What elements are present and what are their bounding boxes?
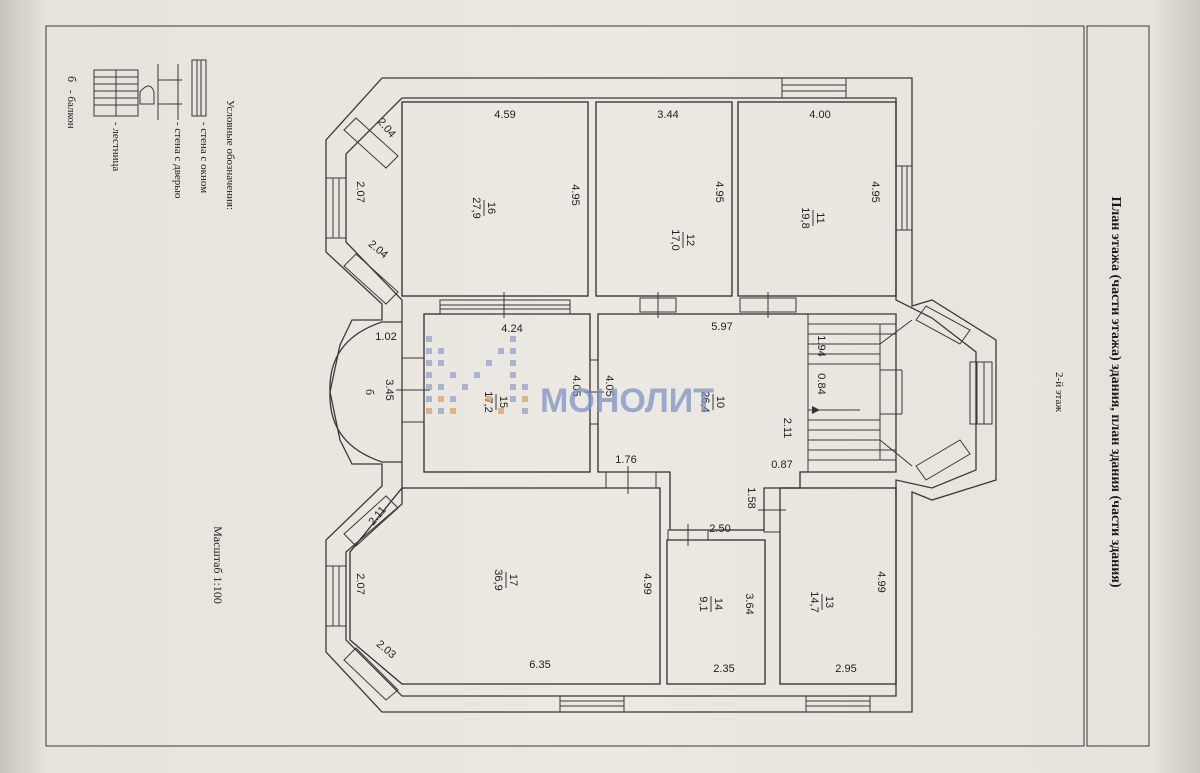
dim-10-stair-2: 0.84 <box>815 373 827 394</box>
dim-13-bottom: 2.95 <box>835 663 856 675</box>
room-12-area: 17,0 <box>669 229 681 250</box>
title-frame <box>1086 25 1150 747</box>
room-17 <box>349 487 661 685</box>
floor-label: 2-й этаж <box>1053 372 1065 412</box>
door-wall-icon <box>157 64 182 120</box>
dim-16-side: 4.95 <box>569 184 581 205</box>
dim-10-stair-3: 2.11 <box>781 418 793 439</box>
legend-window: - стена с окном <box>198 122 210 193</box>
doors <box>396 292 797 546</box>
dim-17-bottom: 6.35 <box>529 659 550 671</box>
dim-15-balcony-width: 1.02 <box>375 331 396 343</box>
dim-15-balcony-length: 3.45 <box>383 379 395 400</box>
balcony-symbol: б <box>363 389 377 395</box>
dim-14-top: 2.50 <box>709 523 730 535</box>
dim-16-corner-top: 2.04 <box>375 116 398 140</box>
room-11-number: 11 <box>814 212 826 223</box>
dim-13-side: 4.99 <box>875 571 887 592</box>
dim-14-side: 3.64 <box>743 593 755 614</box>
stair-icon <box>93 69 155 117</box>
dim-15-side: 4.05 <box>570 375 582 396</box>
dim-16-corner-bottom: 2.04 <box>366 238 390 261</box>
room-14-area: 9,1 <box>697 596 709 611</box>
balcony: б <box>329 321 402 463</box>
room-13 <box>779 487 897 685</box>
room-16 <box>401 101 589 297</box>
room-14 <box>666 539 766 685</box>
room-10-area: 26,4 <box>699 391 711 412</box>
legend-door: - стена с дверью <box>172 122 184 198</box>
window-wall-icon <box>191 59 207 117</box>
room-17-area: 36,9 <box>492 569 504 590</box>
dim-12-side: 4.95 <box>713 181 725 202</box>
legend-balcony-symbol: б <box>65 76 79 82</box>
legend-stair: - лестница <box>110 122 122 171</box>
room-11-area: 19,8 <box>799 207 811 228</box>
room-15-number: 15 <box>497 396 509 408</box>
outer-frame <box>45 25 1085 747</box>
room-10-number: 10 <box>714 396 726 408</box>
watermark-logo-accent-icon <box>426 396 528 414</box>
room-13-area: 14,7 <box>808 591 820 612</box>
room-16-number: 16 <box>485 202 497 214</box>
room-12 <box>595 101 733 297</box>
dim-10-side: 4.05 <box>603 375 615 396</box>
dim-17-side: 4.99 <box>641 573 653 594</box>
dim-11-top: 4.00 <box>809 109 830 121</box>
exterior-walls <box>325 77 997 713</box>
room-14-number: 14 <box>712 598 724 610</box>
dim-16-top: 4.59 <box>494 109 515 121</box>
dim-10-stair-4: 0.87 <box>771 459 792 471</box>
dim-17-corner-bottom: 2.03 <box>374 638 398 661</box>
legend-heading: Условные обозначения: <box>224 100 236 210</box>
legend-balcony: - балкон <box>65 90 77 129</box>
dim-11-side: 4.95 <box>869 181 881 202</box>
dim-13-door: 1.58 <box>745 487 757 508</box>
dim-16-bay: 2.07 <box>354 181 366 202</box>
windows <box>325 77 993 713</box>
plan-title: План этажа (части этажа) здания, план зд… <box>1108 196 1123 587</box>
dim-15-top: 4.24 <box>501 323 522 335</box>
watermark-logo-icon <box>426 336 528 414</box>
scale-label: Масштаб 1:100 <box>211 526 225 604</box>
watermark: МОНОЛИТ <box>426 336 714 420</box>
dim-10-top: 5.97 <box>711 321 732 333</box>
dim-10-stair-1: 1.94 <box>815 335 827 356</box>
dim-14-bottom: 2.35 <box>713 663 734 675</box>
dim-12-top: 3.44 <box>657 109 678 121</box>
room-17-number: 17 <box>507 574 519 586</box>
staircase <box>807 313 913 473</box>
dim-17-bay: 2.07 <box>354 573 366 594</box>
legend: Условные обозначения: - стена с окном - … <box>65 59 236 210</box>
room-13-number: 13 <box>823 596 835 608</box>
room-16-area: 27,9 <box>470 197 482 218</box>
room-12-number: 12 <box>684 234 696 246</box>
watermark-text: МОНОЛИТ <box>540 382 714 420</box>
dim-10-bottom: 1.76 <box>615 454 636 466</box>
